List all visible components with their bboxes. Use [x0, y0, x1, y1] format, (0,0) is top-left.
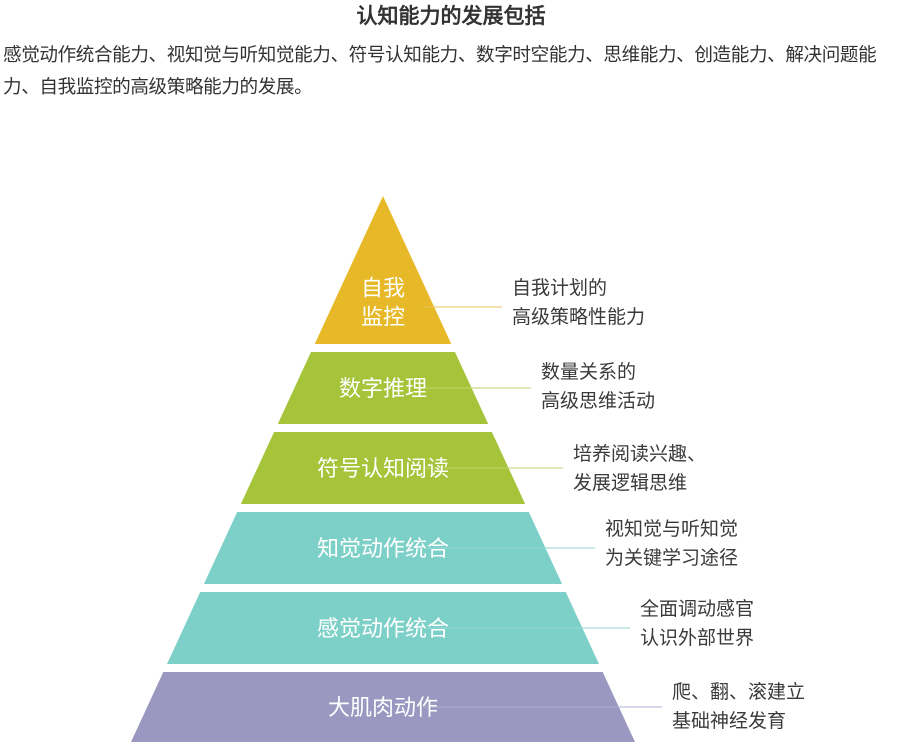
- pyramid-tier-5: [167, 592, 599, 664]
- tier-4-note-line-2: 为关键学习途径: [605, 547, 738, 569]
- tier-6-note-line-2: 基础神经发育: [672, 710, 786, 732]
- tier-2-note-line-1: 数量关系的: [541, 361, 636, 383]
- tier-1-note-line-2: 高级策略性能力: [512, 306, 645, 328]
- page-title: 认知能力的发展包括: [356, 4, 546, 28]
- tier-5-label-line-1: 感觉动作统合: [317, 617, 449, 642]
- tier-6-label-line-1: 大肌肉动作: [328, 696, 438, 721]
- pyramid-tier-1: [314, 196, 452, 344]
- tier-1-label-line-2: 监控: [361, 306, 405, 331]
- tier-4-label-line-1: 知觉动作统合: [317, 537, 449, 562]
- tier-6-note-line-1: 爬、翻、滚建立: [672, 681, 805, 703]
- tier-3-note-line-2: 发展逻辑思维: [573, 472, 687, 494]
- tier-2-label-line-1: 数字推理: [339, 377, 427, 402]
- pyramid-tier-6: [131, 672, 635, 742]
- tier-3-note-line-1: 培养阅读兴趣、: [573, 443, 706, 465]
- tier-5-note-line-2: 认识外部世界: [640, 627, 754, 649]
- tier-2-note-line-2: 高级思维活动: [541, 390, 655, 412]
- tier-1-label-line-1: 自我: [361, 277, 405, 302]
- tier-3-label-line-1: 符号认知阅读: [317, 457, 449, 482]
- tier-1-note-line-1: 自我计划的: [512, 277, 607, 299]
- intro-paragraph: 感觉动作统合能力、视知觉与听知觉能力、符号认知能力、数字时空能力、思维能力、创造…: [3, 45, 877, 98]
- tier-4-note-line-1: 视知觉与听知觉: [605, 518, 738, 540]
- pyramid-tier-4: [203, 512, 563, 584]
- pyramid-tier-2: [277, 352, 489, 424]
- tier-5-note-line-1: 全面调动感官: [640, 598, 754, 620]
- pyramid-tier-3: [240, 432, 526, 504]
